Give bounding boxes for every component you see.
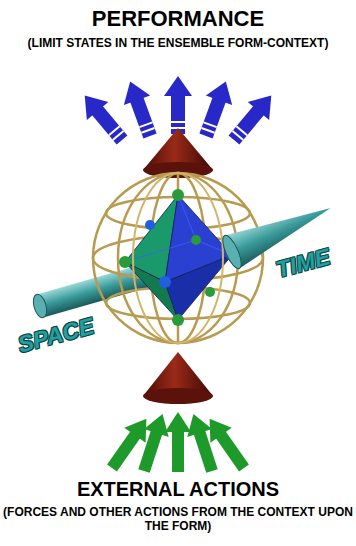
subheading: (LIMIT STATES IN THE ENSEMBLE FORM-CONTE… xyxy=(13,37,343,51)
heading: EXTERNAL ACTIONS xyxy=(3,478,353,501)
top-cone xyxy=(143,128,213,178)
sphere-wireframe xyxy=(93,173,263,343)
sphere-front-wire xyxy=(133,173,223,343)
bottom-cone xyxy=(143,352,213,404)
axis-label: SPACE xyxy=(4,310,107,361)
subheading: (FORCES AND OTHER ACTIONS FROM THE CONTE… xyxy=(2,506,354,534)
heading: PERFORMANCE xyxy=(3,6,353,31)
vertex-balls xyxy=(119,189,238,326)
external-action-arrows xyxy=(101,410,254,476)
